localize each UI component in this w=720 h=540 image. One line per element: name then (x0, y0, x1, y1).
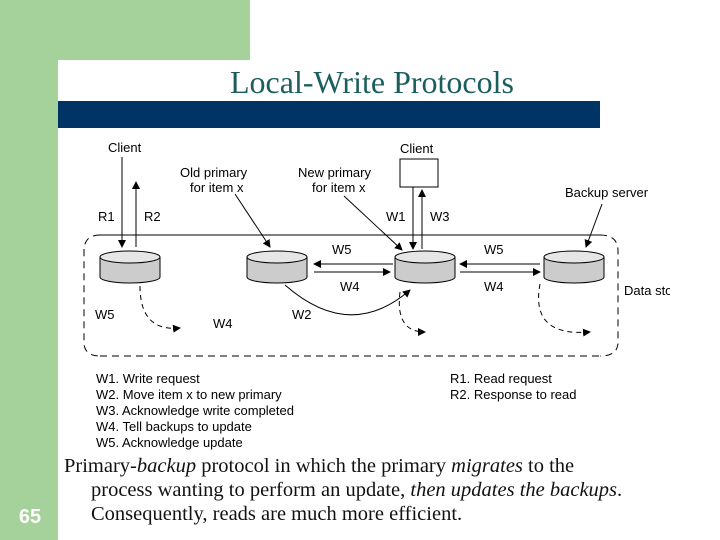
arrow-new-primary (343, 195, 403, 251)
slide-title: Local-Write Protocols (230, 64, 514, 100)
caption-line-3: Consequently, reads are much more effici… (91, 503, 463, 525)
left-accent-strip (0, 0, 58, 540)
old-primary-label-2: for item x (190, 180, 244, 195)
edge-label-r2: R2 (144, 209, 161, 224)
arrow-backup-server (584, 203, 603, 248)
edge-label-w1: W1 (386, 209, 406, 224)
client-right-label: Client (400, 141, 434, 156)
disk-icon (394, 250, 456, 284)
arrow-w2 (284, 284, 411, 316)
legend-w1: W1. Write request (96, 371, 200, 386)
data-store-label: Data store (624, 283, 670, 298)
edge-label-w5-right: W5 (484, 242, 504, 257)
legend-w3: W3. Acknowledge write completed (96, 403, 294, 418)
legend-w5: W5. Acknowledge update (96, 435, 243, 450)
edge-label-w5-bottom: W5 (95, 307, 115, 322)
slide-number: 65 (18, 506, 42, 528)
slide-caption: Primary-backup protocol in which the pri… (64, 454, 716, 526)
disk-icon (246, 250, 308, 284)
arrow-old-primary (234, 193, 271, 248)
arrow-w4-loop-right (538, 283, 591, 337)
legend-w4: W4. Tell backups to update (96, 419, 252, 434)
edge-label-w4-bottom: W4 (213, 316, 233, 331)
legend-r1: R1. Read request (450, 371, 552, 386)
disk-icon (543, 250, 605, 284)
edge-label-w4-right: W4 (484, 279, 504, 294)
edge-label-w5-left: W5 (332, 242, 352, 257)
arrow-w4-loop-left (139, 285, 181, 333)
edge-label-w2: W2 (292, 307, 312, 322)
title-underline-bar (58, 101, 600, 128)
legend-w2: W2. Move item x to new primary (96, 387, 282, 402)
new-primary-label-1: New primary (298, 165, 371, 180)
disk-icon (99, 250, 161, 284)
backup-server-label: Backup server (565, 185, 649, 200)
data-store-boundary (83, 234, 101, 357)
new-primary-label-2: for item x (312, 180, 366, 195)
top-accent-block (0, 0, 250, 60)
client-box (399, 158, 439, 188)
client-left-label: Client (108, 140, 142, 155)
old-primary-label-1: Old primary (180, 165, 248, 180)
arrow-w5-loop (398, 291, 426, 336)
legend-r2: R2. Response to read (450, 387, 576, 402)
caption-line-1: Primary-backup protocol in which the pri… (64, 455, 575, 477)
protocol-diagram: Client Client Old primary for item x New… (83, 140, 670, 450)
edge-label-w4-mid: W4 (340, 279, 360, 294)
caption-line-2: process wanting to perform an update, th… (91, 479, 623, 501)
data-store-boundary-right (599, 234, 619, 357)
corner-curve (58, 60, 98, 100)
edge-label-r1: R1 (98, 209, 115, 224)
edge-label-w3: W3 (430, 209, 450, 224)
